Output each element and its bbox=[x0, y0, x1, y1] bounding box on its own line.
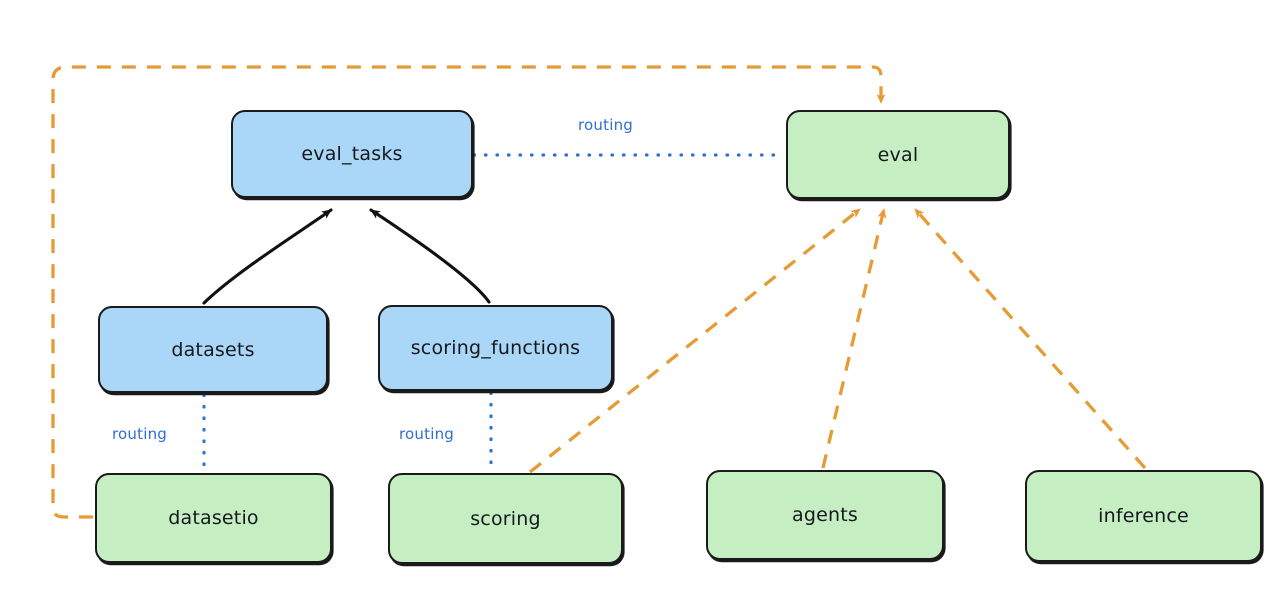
edge-label-routing-eval-tasks-eval: routing bbox=[578, 116, 633, 134]
node-agents[interactable]: agents bbox=[706, 470, 944, 560]
node-label-datasets: datasets bbox=[171, 338, 255, 361]
edge-datasetio-to-eval bbox=[51, 65, 886, 519]
node-datasetio[interactable]: datasetio bbox=[95, 473, 332, 563]
edge-scoring-functions-to-eval-tasks bbox=[369, 208, 491, 304]
node-label-scoring: scoring bbox=[470, 507, 541, 530]
node-inference[interactable]: inference bbox=[1025, 470, 1262, 562]
node-label-agents: agents bbox=[792, 504, 858, 526]
edge-label-routing-datasets-datasetio: routing bbox=[112, 425, 167, 443]
node-eval[interactable]: eval bbox=[786, 110, 1010, 199]
edge-datasets-to-eval-tasks bbox=[202, 208, 333, 305]
node-label-datasetio: datasetio bbox=[168, 507, 259, 529]
edge-agents-to-eval bbox=[821, 208, 887, 469]
node-scoring-functions[interactable]: scoring_functions bbox=[378, 305, 613, 391]
edge-scoring-to-eval bbox=[528, 207, 862, 474]
node-eval-tasks[interactable]: eval_tasks bbox=[231, 110, 473, 198]
edge-inference-to-eval bbox=[913, 207, 1147, 470]
node-label-inference: inference bbox=[1098, 505, 1189, 527]
edge-label-routing-scoring-functions-scoring: routing bbox=[399, 425, 454, 443]
node-label-scoring-functions: scoring_functions bbox=[410, 337, 581, 359]
node-label-eval-tasks: eval_tasks bbox=[301, 143, 403, 165]
node-label-eval: eval bbox=[877, 143, 919, 166]
node-scoring[interactable]: scoring bbox=[388, 473, 623, 564]
node-datasets[interactable]: datasets bbox=[98, 306, 328, 393]
